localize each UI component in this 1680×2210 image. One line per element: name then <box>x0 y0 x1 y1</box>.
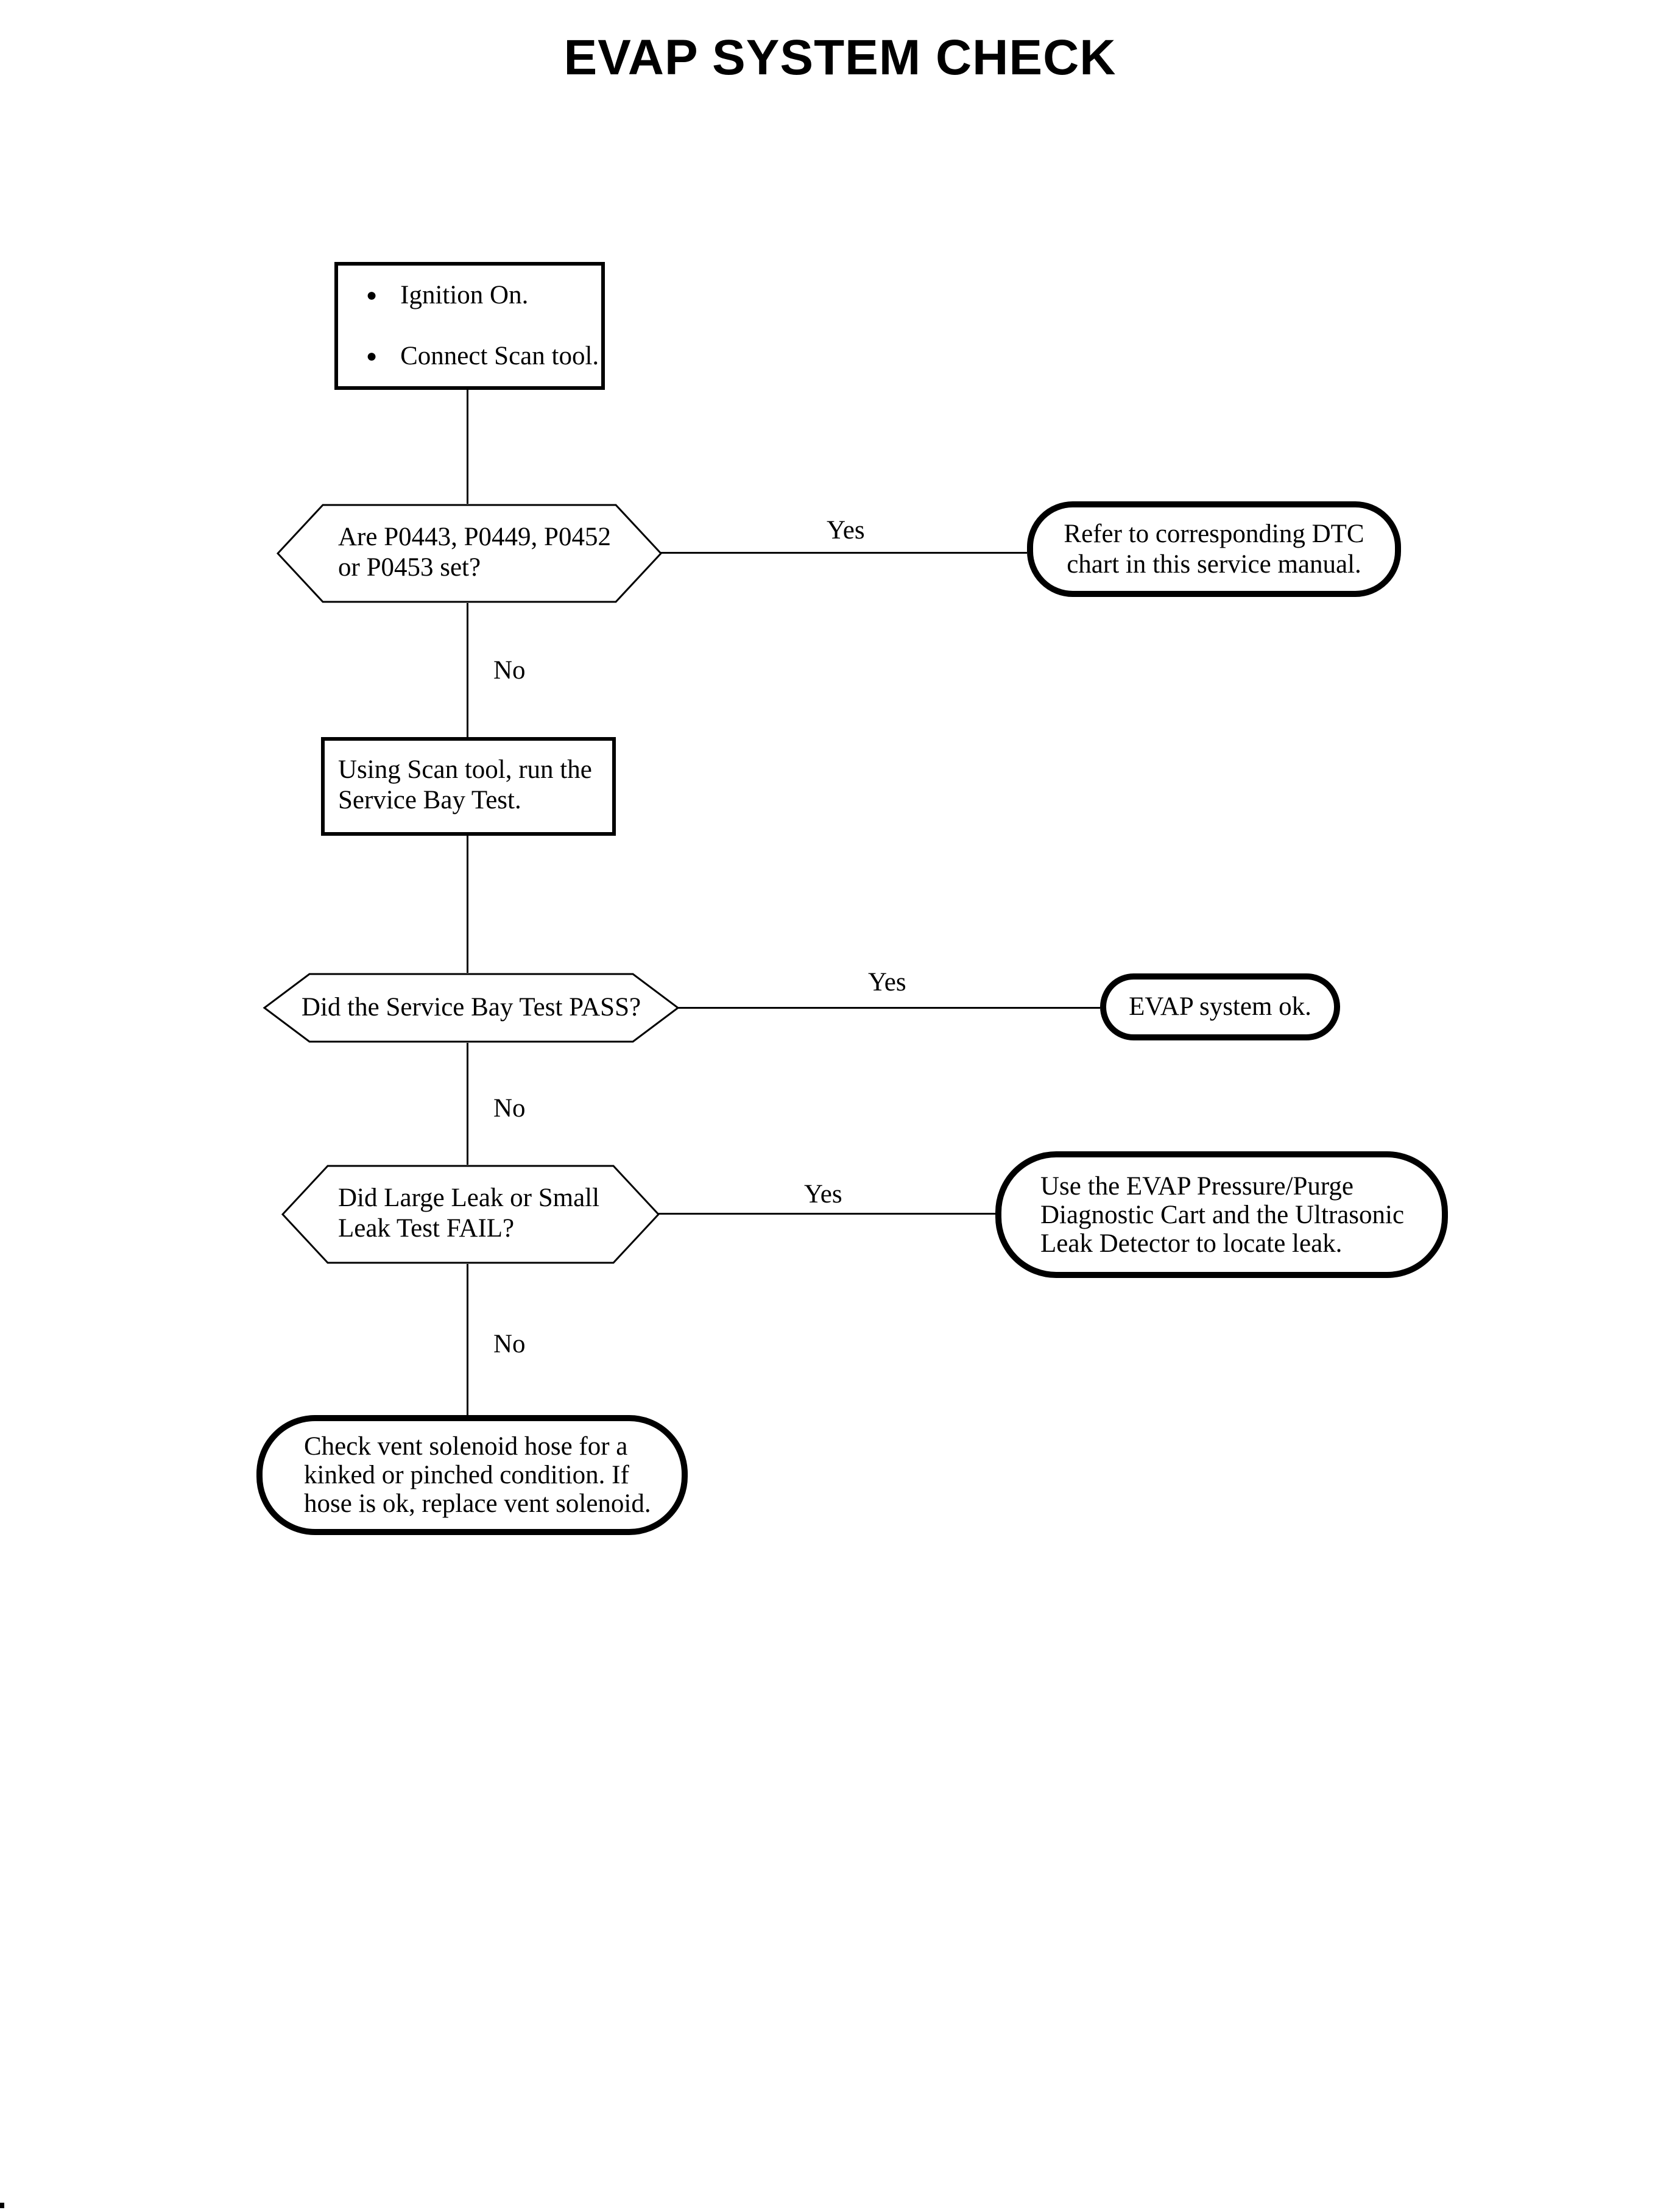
action-line-1: Using Scan tool, run the <box>338 755 592 784</box>
end-line-2: kinked or pinched condition. If <box>304 1461 629 1489</box>
result-evap-ok-node: EVAP system ok. <box>1100 973 1340 1040</box>
cart-line-1: Use the EVAP Pressure/Purge <box>1040 1171 1354 1201</box>
start-step-row: ● Ignition On. <box>366 280 528 313</box>
decision-q2-text: Did the Service Bay Test PASS? <box>263 992 679 1023</box>
edge-label-q2-no: No <box>493 1094 526 1123</box>
edge-label-q2-yes: Yes <box>868 968 906 997</box>
connector-q2-to-q3 <box>467 1043 468 1165</box>
evap-ok-line-1: EVAP system ok. <box>1129 992 1311 1021</box>
connector-q1-to-action <box>467 603 468 737</box>
edge-label-q1-no: No <box>493 656 526 685</box>
q3-line-2: Leak Test FAIL? <box>338 1214 515 1243</box>
start-node: ● Ignition On. ● Connect Scan tool. <box>334 262 605 390</box>
q1-line-1: Are P0443, P0449, P0452 <box>338 523 611 551</box>
page-title: EVAP SYSTEM CHECK <box>563 30 1117 85</box>
connector-q1-to-dtc <box>661 552 1027 554</box>
cart-line-2: Diagnostic Cart and the Ultrasonic <box>1040 1200 1405 1229</box>
start-step-row: ● Connect Scan tool. <box>366 341 599 374</box>
q3-line-1: Did Large Leak or Small <box>338 1184 600 1212</box>
connector-q3-to-cart <box>658 1213 995 1215</box>
q1-line-2: or P0453 set? <box>338 553 481 582</box>
connector-q2-to-ok <box>678 1007 1100 1009</box>
result-dtc-node: Refer to corresponding DTC chart in this… <box>1027 501 1401 597</box>
decision-q1-text: Are P0443, P0449, P0452 or P0453 set? <box>338 522 611 583</box>
decision-q3-text: Did Large Leak or Small Leak Test FAIL? <box>338 1183 599 1244</box>
edge-label-q3-yes: Yes <box>804 1180 842 1209</box>
edge-label-q3-no: No <box>493 1330 526 1358</box>
bullet-icon: ● <box>366 346 378 366</box>
action-line-2: Service Bay Test. <box>338 786 521 814</box>
result-pressure-purge-node: Use the EVAP Pressure/Purge Diagnostic C… <box>995 1151 1448 1278</box>
q2-line-1: Did the Service Bay Test PASS? <box>301 993 641 1022</box>
action-service-bay-text: Using Scan tool, run the Service Bay Tes… <box>338 755 592 816</box>
connector-start-to-q1 <box>467 390 468 504</box>
start-step-2: Connect Scan tool. <box>400 342 599 370</box>
bullet-icon: ● <box>366 285 378 305</box>
end-vent-solenoid-node: Check vent solenoid hose for a kinked or… <box>256 1415 688 1535</box>
start-step-1: Ignition On. <box>400 281 529 309</box>
dtc-line-1: Refer to corresponding DTC <box>1064 519 1364 548</box>
cart-line-3: Leak Detector to locate leak. <box>1040 1229 1343 1258</box>
connector-action-to-q2 <box>467 836 468 973</box>
end-line-3: hose is ok, replace vent solenoid. <box>304 1489 651 1518</box>
connector-q3-to-end <box>467 1264 468 1415</box>
edge-label-q1-yes: Yes <box>827 516 865 545</box>
dtc-line-2: chart in this service manual. <box>1067 549 1361 579</box>
scan-artifact-speck <box>0 2203 4 2208</box>
end-line-1: Check vent solenoid hose for a <box>304 1432 628 1461</box>
action-service-bay-node: Using Scan tool, run the Service Bay Tes… <box>321 737 616 836</box>
